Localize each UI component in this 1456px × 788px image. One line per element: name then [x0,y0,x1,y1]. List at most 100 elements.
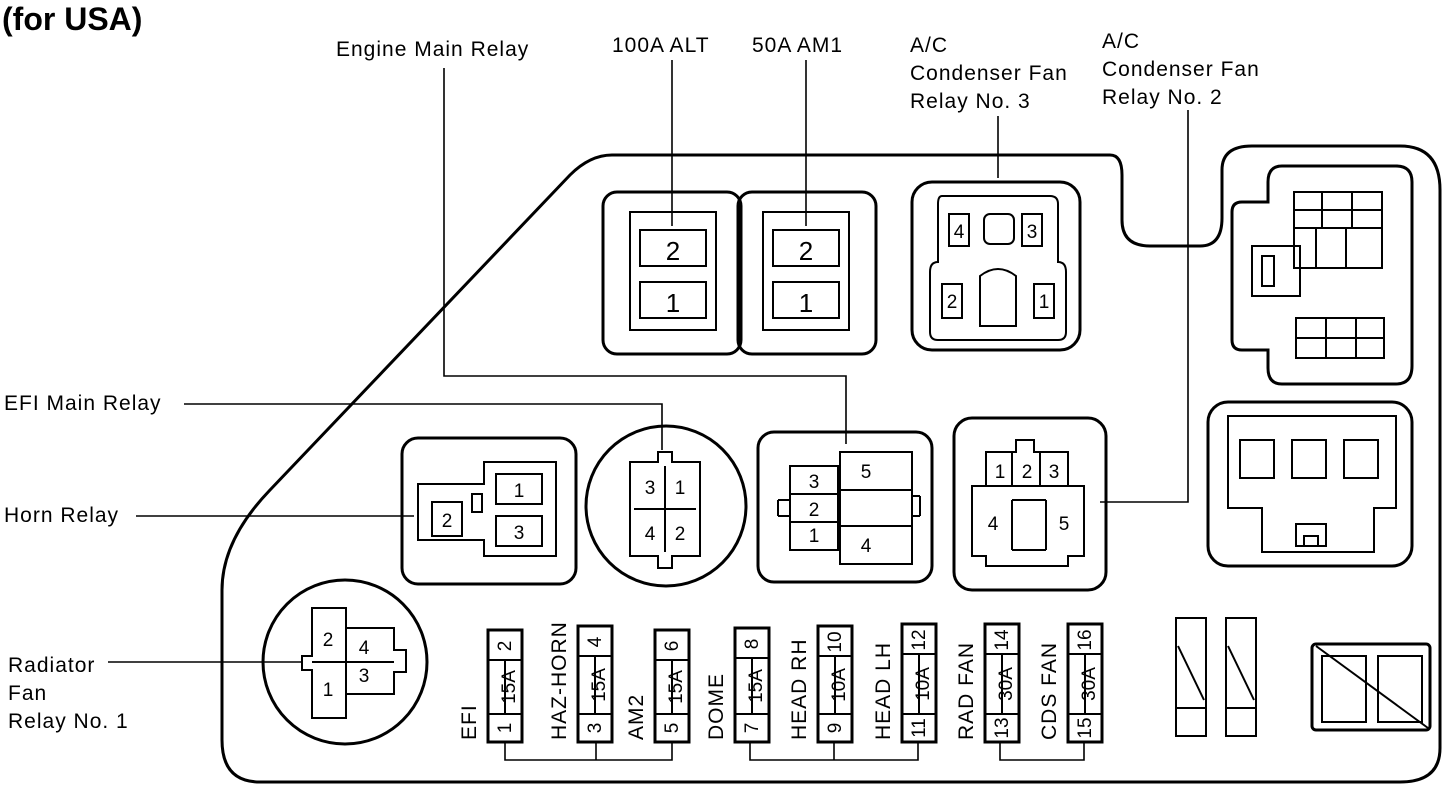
leader-efi-main-relay [184,403,663,450]
fuse-amp-label: 30A [996,667,1017,701]
fuse-terminal-label: 6 [662,641,683,652]
blade-fuse-row: 2 15A 1 EFI 4 15A 3 HAZ-HORN 6 15A 5 AM2 8 15A 7 DOME 10… [458,621,1104,744]
fuse-amp-label: 10A [829,668,850,702]
fuse-name-label: DOME [705,673,728,740]
fuse-terminal-label: 16 [1075,629,1096,650]
fuse-bus-line [999,742,1085,761]
pin-label: 4 [954,222,965,243]
pin-label: 1 [995,462,1006,483]
pin-label: 5 [861,462,872,483]
fuse-name-label: HAZ-HORN [548,621,571,740]
fuse-terminal-label: 10 [825,631,846,652]
fuse-name-label: HEAD LH [872,642,895,740]
relay-radiator-fan1: 2 4 1 3 [261,578,429,746]
relay-efi-main: 3 1 4 2 [584,424,748,588]
pin-label: 3 [1049,462,1060,483]
pin-label: 1 [323,680,334,701]
fuse-box-outline [220,144,1442,784]
label-100a-alt: 100A ALT [612,34,710,57]
pin-label: 1 [514,481,525,502]
relay-ac-fan3: 4 3 2 1 [910,180,1082,352]
pin-label: 2 [666,236,680,266]
fuse-terminal-label: 11 [909,718,930,738]
connector-block-top-right [1230,164,1414,386]
pin-label: 3 [809,472,820,493]
fuse-amp-label: 15A [666,670,687,704]
fuse-terminal-label: 14 [992,629,1013,651]
spare-fuse-slot [1225,617,1257,737]
fuse-terminal-label: 1 [495,723,516,734]
fuse-dome: 8 15A 7 DOME [705,626,771,744]
pin-label: 3 [1027,222,1038,243]
label-engine-main-relay: Engine Main Relay [336,38,529,61]
page-title: (for USA) [2,1,142,37]
pin-label: 2 [442,511,453,532]
fuse-bus-line [504,742,673,761]
pin-label: 2 [675,524,686,545]
pin-label: 2 [947,292,958,313]
relay-engine-main: 3 2 1 5 4 [756,430,934,584]
pin-label: 2 [1022,462,1033,483]
label-ac-fan2-line2: Condenser Fan [1102,58,1260,81]
pin-label: 3 [514,523,525,544]
fuse-name-label: CDS FAN [1038,642,1061,740]
spare-fuse-slot-large [1310,642,1432,732]
label-ac-fan2-line3: Relay No. 2 [1102,86,1223,109]
fuse-name-label: RAD FAN [955,642,978,740]
label-efi-main-relay: EFI Main Relay [4,392,162,415]
fuse-amp-label: 30A [1079,667,1100,701]
pin-label: 2 [809,500,820,521]
fuse-terminal-label: 13 [992,717,1013,738]
fuse-am2: 6 15A 5 AM2 [625,628,691,744]
leader-engine-main-relay [443,68,847,444]
label-horn-relay: Horn Relay [4,504,119,527]
fuse-terminal-label: 2 [495,641,516,652]
pin-label: 4 [988,514,999,535]
pin-label: 4 [359,638,370,659]
pin-label: 5 [1059,514,1070,535]
label-ac-fan3-line1: A/C [910,34,948,57]
fuse-50a-am1: 2 1 [736,190,878,356]
fuse-name-label: EFI [458,704,481,740]
fuse-terminal-label: 8 [742,639,763,650]
fuse-haz-horn: 4 15A 3 HAZ-HORN [548,621,614,744]
leader-ac-fan2 [1100,110,1189,503]
pin-label: 1 [1039,292,1050,313]
fuse-efi: 2 15A 1 EFI [458,628,524,744]
pin-label: 4 [861,536,872,557]
label-ac-fan3-line3: Relay No. 3 [910,90,1031,113]
pin-label: 1 [675,478,686,499]
label-ac-fan2-line1: A/C [1102,30,1140,53]
fuse-cds-fan: 16 30A 15 CDS FAN [1038,622,1104,744]
pin-label: 4 [645,524,656,545]
pin-label: 1 [799,288,813,318]
fuse-terminal-label: 15 [1075,717,1096,738]
fuse-terminal-label: 5 [662,723,683,734]
fuse-amp-label: 10A [913,667,934,701]
label-radiator-fan-line1: Radiator [8,654,95,677]
pin-label: 3 [359,666,370,687]
pin-label: 1 [809,526,820,547]
fuse-amp-label: 15A [746,669,767,703]
label-50a-am1: 50A AM1 [752,34,843,57]
fuse-name-label: AM2 [625,694,648,740]
connector-block-right-middle [1206,400,1414,568]
fuse-terminal-label: 7 [742,723,763,734]
fuse-amp-label: 15A [589,668,610,702]
fuse-terminal-label: 3 [585,723,606,734]
spare-fuse-slot [1175,617,1207,737]
label-radiator-fan-line2: Fan [8,682,47,705]
fuse-100a-alt: 2 1 [601,190,743,356]
pin-label: 2 [799,236,813,266]
fuse-rad-fan: 14 30A 13 RAD FAN [955,622,1021,744]
pin-label: 3 [645,478,656,499]
fuse-terminal-label: 4 [585,636,606,647]
fuse-amp-label: 15A [499,670,520,704]
relay-ac-fan2: 1 2 3 4 5 [952,416,1108,592]
fuse-name-label: HEAD RH [788,638,811,740]
pin-label: 2 [323,630,334,651]
label-ac-fan3-line2: Condenser Fan [910,62,1068,85]
pin-label: 1 [666,288,680,318]
